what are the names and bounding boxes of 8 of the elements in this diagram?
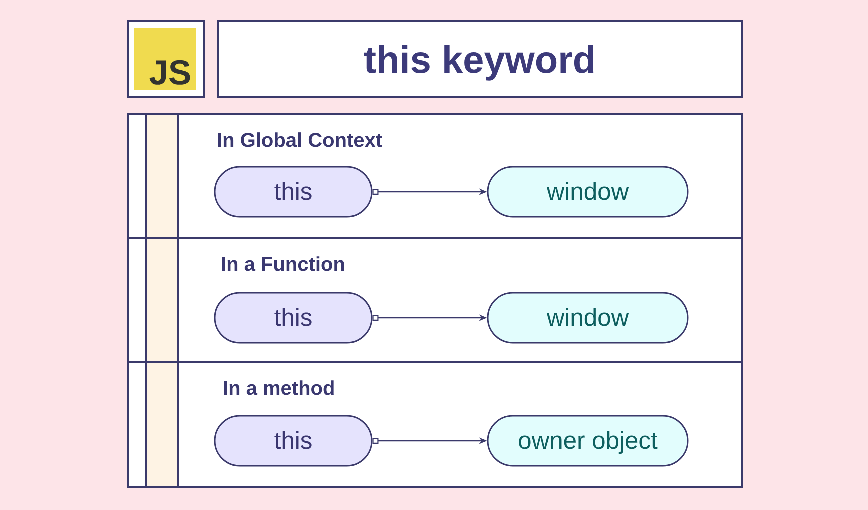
pill: owner object <box>487 415 689 467</box>
language-badge: JS <box>134 28 196 90</box>
pill: this <box>214 415 373 467</box>
title-box: this keyword <box>217 20 743 98</box>
pill: this <box>214 292 373 344</box>
pill: this <box>214 166 373 218</box>
pill: window <box>487 166 689 218</box>
pill: window <box>487 292 689 344</box>
